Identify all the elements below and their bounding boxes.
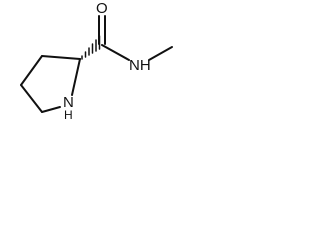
amide-nh-label: NH [129,57,151,74]
ring-bond-c-c-top [41,55,81,60]
ring-n-label: N [63,94,74,111]
ring-bond-n-c [71,58,81,96]
stereo-hashed-wedge [81,35,101,60]
n-methyl-bond [148,46,173,61]
molecule-diagram: O NH N H [20,0,173,122]
ring-bond-c-c-left [20,55,43,86]
amide-bond [101,44,130,61]
ring-bond-c-n [41,106,61,113]
ring-bond-c-c-bottom [20,84,43,113]
structure-canvas: O NH N H [0,0,176,122]
ring-h-label: H [64,108,73,122]
oxygen-label: O [96,0,108,17]
